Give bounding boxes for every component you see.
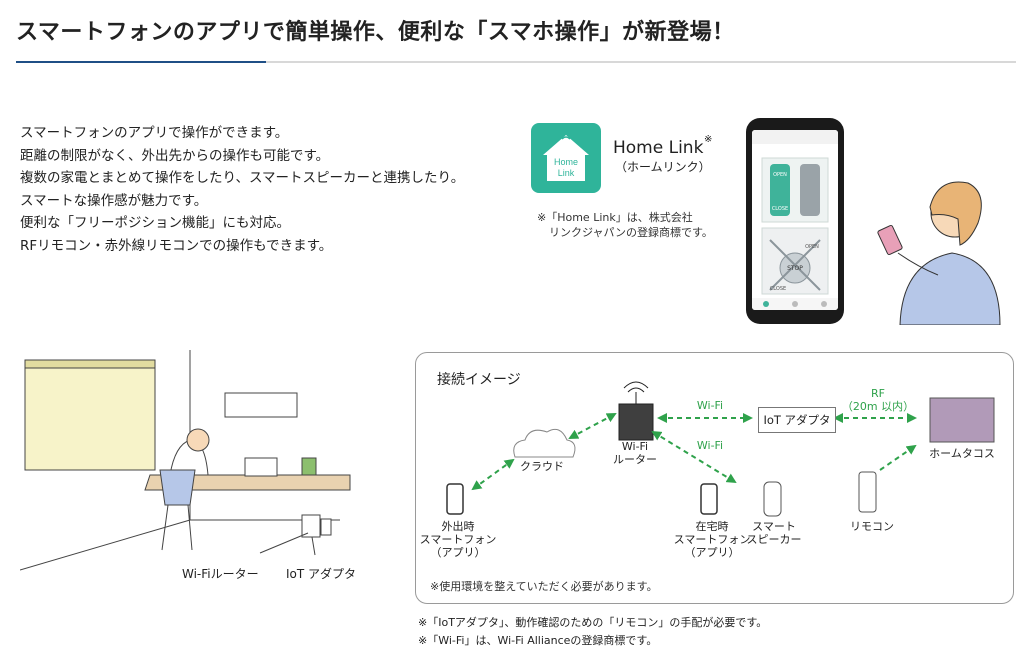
label-line: （アプリ） xyxy=(684,546,740,559)
trademark-mark: ※ xyxy=(704,134,713,145)
note-line: リンクジャパンの登録商標です。 xyxy=(549,226,713,239)
page-title: スマートフォンのアプリで簡単操作、便利な「スマホ操作」が新登場！ xyxy=(16,20,735,45)
description-line: 複数の家電とまとめて操作をしたり、スマートスピーカーと連携したり。 xyxy=(20,170,465,186)
title-divider xyxy=(16,61,1016,63)
label-line: スマートフォン xyxy=(673,533,751,546)
environment-note: ※使用環境を整えていただく必要があります。 xyxy=(430,580,658,593)
home-phone-label: 在宅時 スマートフォン （アプリ） xyxy=(672,520,752,559)
room-illustration xyxy=(20,350,351,571)
smart-speaker-label: スマート スピーカー xyxy=(742,520,806,546)
diagram-title: 接続イメージ xyxy=(437,372,521,388)
label-line: ルーター xyxy=(613,453,657,466)
label-line: 外出時 xyxy=(441,520,475,533)
label-line: 在宅時 xyxy=(695,520,729,533)
app-name-kana: （ホームリンク） xyxy=(615,160,711,174)
outside-phone-label: 外出時 スマートフォン （アプリ） xyxy=(418,520,498,559)
app-screen: OPEN CLOSE OPEN STOP CLOSE xyxy=(752,130,838,310)
iot-adapter-label: IoT アダプタ xyxy=(286,567,357,581)
router-label: Wi-Fiルーター xyxy=(182,567,259,581)
note-line: ※「Home Link」は、株式会社 xyxy=(537,211,693,224)
router-label: Wi-Fi ルーター xyxy=(600,440,670,466)
label-line: スマートフォン xyxy=(419,533,497,546)
title-divider-accent xyxy=(16,61,266,63)
label-line: RF xyxy=(871,387,885,400)
feature-description: スマートフォンのアプリで操作ができます。 距離の制限がなく、外出先からの操作も可… xyxy=(20,122,464,257)
home-link-app-icon: Home Link xyxy=(531,123,601,193)
close-label: CLOSE xyxy=(770,286,786,292)
footnote: ※「IoTアダプタ」、動作確認のための「リモコン」の手配が必要です。 xyxy=(418,616,768,629)
label-line: スピーカー xyxy=(746,533,802,546)
home-tacos-label: ホームタコス xyxy=(929,447,995,460)
diagram-graphics xyxy=(446,381,995,517)
open-label: OPEN xyxy=(773,172,787,178)
rf-link-label: RF （20m 以内） xyxy=(838,387,918,413)
description-line: RFリモコン・赤外線リモコンでの操作もできます。 xyxy=(20,237,333,254)
app-icon-text: Link xyxy=(558,168,575,178)
label-line: （アプリ） xyxy=(430,546,486,559)
trademark-note: ※「Home Link」は、株式会社 リンクジャパンの登録商標です。 xyxy=(537,210,713,240)
stop-label: STOP xyxy=(787,265,803,272)
app-name: Home Link xyxy=(613,138,704,158)
app-icon-text: Home xyxy=(554,157,578,167)
iot-adapter-node: IoT アダプタ xyxy=(758,407,836,433)
wifi-link-label: Wi-Fi xyxy=(696,399,724,412)
label-line: スマート xyxy=(752,520,796,533)
description-line: スマートフォンのアプリで操作ができます。 xyxy=(20,125,289,141)
cloud-label: クラウド xyxy=(520,460,564,473)
open-label: OPEN xyxy=(805,244,819,250)
close-label: CLOSE xyxy=(772,206,788,212)
label-line: Wi-Fi xyxy=(621,440,649,453)
description-line: 便利な「フリーポジション機能」にも対応。 xyxy=(20,215,290,231)
footnote: ※「Wi-Fi」は、Wi-Fi Allianceの登録商標です。 xyxy=(418,634,658,647)
remote-label: リモコン xyxy=(850,520,894,533)
description-line: 距離の制限がなく、外出先からの操作も可能です。 xyxy=(20,147,330,164)
label-line: （20m 以内） xyxy=(841,400,915,413)
description-line: スマートな操作感が魅力です。 xyxy=(20,192,208,209)
woman-illustration xyxy=(877,181,1001,325)
wifi-link-label: Wi-Fi xyxy=(696,439,724,452)
house-icon: Home Link xyxy=(543,135,589,181)
